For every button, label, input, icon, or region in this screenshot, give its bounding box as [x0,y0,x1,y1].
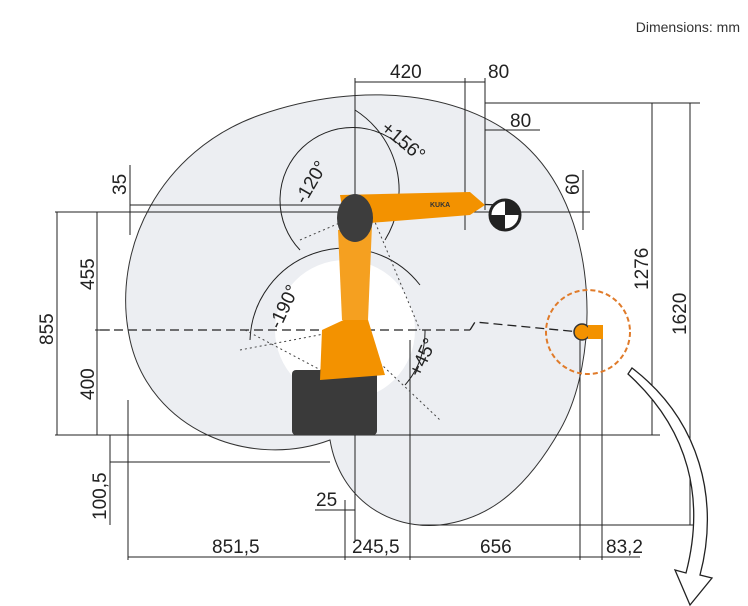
dim-60: 60 [563,174,584,195]
dim-80-flange: 80 [510,111,531,132]
dim-245-5: 245,5 [352,537,400,558]
dim-35: 35 [110,174,131,195]
units-note: Dimensions: mm [635,19,740,35]
tool-flange [573,323,591,341]
robot-joint-a3 [337,194,373,242]
dim-455: 455 [78,258,99,290]
kuka-logo: KUKA [430,202,450,209]
dim-851-5: 851,5 [212,537,260,558]
robot-upper-link [338,225,372,320]
robot-base [292,370,377,435]
detail-arrow [627,367,714,606]
detail-circle [545,289,631,375]
dim-656: 656 [480,537,512,558]
dim-25: 25 [316,490,337,511]
robot-arm: KUKA [292,192,485,435]
dim-83-2: 83,2 [606,537,643,558]
dim-1276: 1276 [632,248,653,290]
dimension-lines [56,81,691,558]
tcp-symbol [488,198,522,232]
dim-400: 400 [78,368,99,400]
robot-forearm [340,192,485,225]
dim-80-top: 80 [488,62,509,83]
tool-body [588,325,603,339]
dim-420: 420 [390,62,422,83]
robot-lower-link [320,310,385,380]
dim-100-5: 100,5 [90,472,111,520]
dim-1620: 1620 [670,293,691,335]
dim-855: 855 [37,313,58,345]
